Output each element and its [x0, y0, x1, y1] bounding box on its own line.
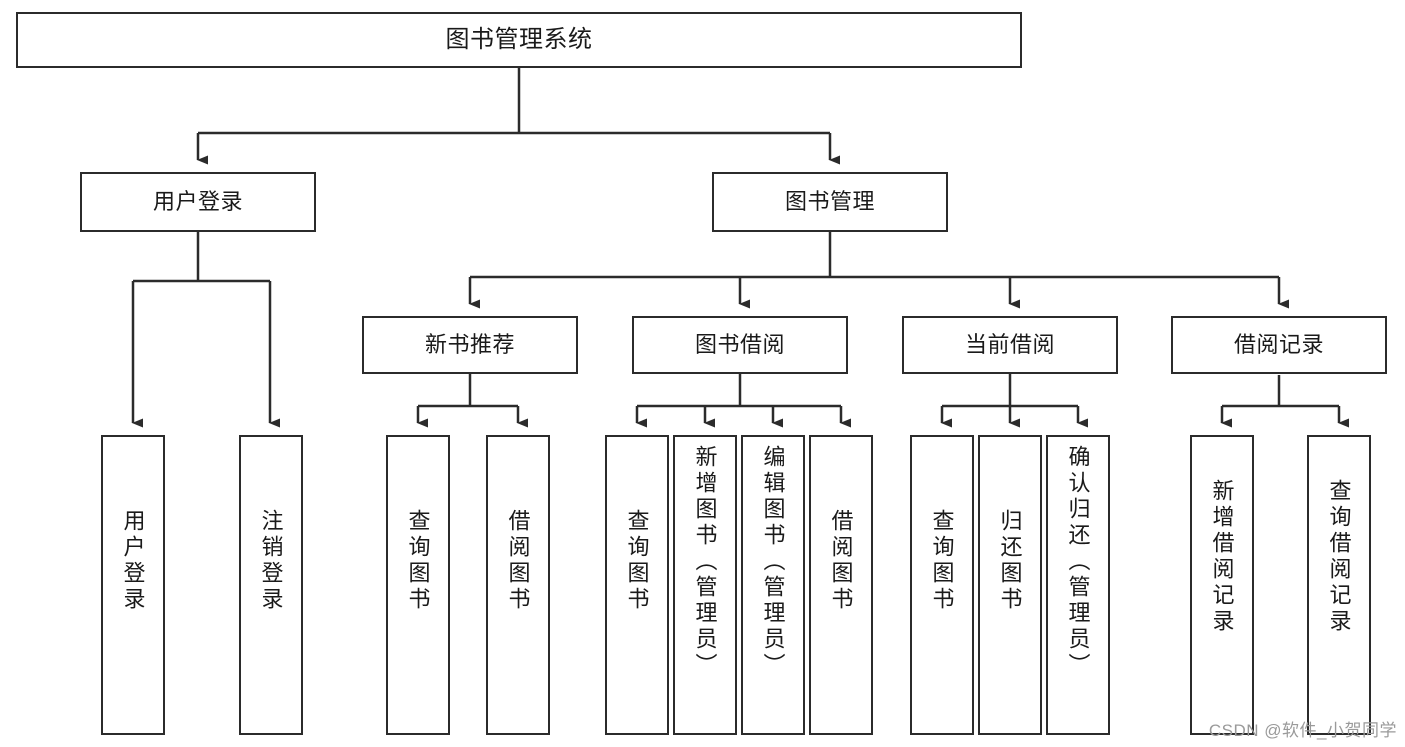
- node-user-login[interactable]: 用户登录: [80, 172, 316, 232]
- leaf-return-book[interactable]: 归还图书: [978, 435, 1042, 735]
- node-root-label: 图书管理系统: [445, 25, 593, 53]
- node-new-book-rec-label: 新书推荐: [424, 332, 515, 358]
- node-borrow-record-label: 借阅记录: [1233, 332, 1324, 358]
- leaf-edit-book[interactable]: 编辑图书（管理员）: [741, 435, 805, 735]
- leaf-edit-book-label: 编辑图书（管理员）: [760, 445, 786, 679]
- node-new-book-rec[interactable]: 新书推荐: [362, 316, 578, 374]
- leaf-add-record-label: 新增借阅记录: [1209, 479, 1235, 635]
- leaf-query-book-3-label: 查询图书: [929, 509, 955, 613]
- leaf-query-record-label: 查询借阅记录: [1326, 479, 1352, 635]
- leaf-user-login[interactable]: 用户登录: [101, 435, 165, 735]
- node-root[interactable]: 图书管理系统: [16, 12, 1022, 68]
- leaf-query-book-1[interactable]: 查询图书: [386, 435, 450, 735]
- leaf-confirm-return[interactable]: 确认归还（管理员）: [1046, 435, 1110, 735]
- leaf-query-book-1-label: 查询图书: [405, 509, 431, 613]
- leaf-borrow-book-2[interactable]: 借阅图书: [809, 435, 873, 735]
- leaf-borrow-book-1-label: 借阅图书: [505, 509, 531, 613]
- leaf-logout-label: 注销登录: [258, 509, 284, 613]
- node-user-login-label: 用户登录: [152, 189, 243, 215]
- node-book-borrow[interactable]: 图书借阅: [632, 316, 848, 374]
- leaf-return-book-label: 归还图书: [997, 509, 1023, 613]
- leaf-logout[interactable]: 注销登录: [239, 435, 303, 735]
- node-book-borrow-label: 图书借阅: [694, 332, 785, 358]
- leaf-borrow-book-2-label: 借阅图书: [828, 509, 854, 613]
- watermark: CSDN @软件_小贺同学: [1208, 721, 1397, 740]
- leaf-borrow-book-1[interactable]: 借阅图书: [486, 435, 550, 735]
- leaf-user-login-label: 用户登录: [120, 509, 146, 613]
- leaf-query-record[interactable]: 查询借阅记录: [1307, 435, 1371, 735]
- node-borrow-record[interactable]: 借阅记录: [1171, 316, 1387, 374]
- leaf-query-book-2-label: 查询图书: [624, 509, 650, 613]
- leaf-add-book[interactable]: 新增图书（管理员）: [673, 435, 737, 735]
- leaf-add-book-label: 新增图书（管理员）: [692, 445, 718, 679]
- node-book-manage-label: 图书管理: [784, 189, 875, 215]
- leaf-query-book-2[interactable]: 查询图书: [605, 435, 669, 735]
- leaf-confirm-return-label: 确认归还（管理员）: [1065, 445, 1091, 679]
- node-book-manage[interactable]: 图书管理: [712, 172, 948, 232]
- node-current-borrow-label: 当前借阅: [964, 332, 1055, 358]
- leaf-query-book-3[interactable]: 查询图书: [910, 435, 974, 735]
- node-current-borrow[interactable]: 当前借阅: [902, 316, 1118, 374]
- leaf-add-record[interactable]: 新增借阅记录: [1190, 435, 1254, 735]
